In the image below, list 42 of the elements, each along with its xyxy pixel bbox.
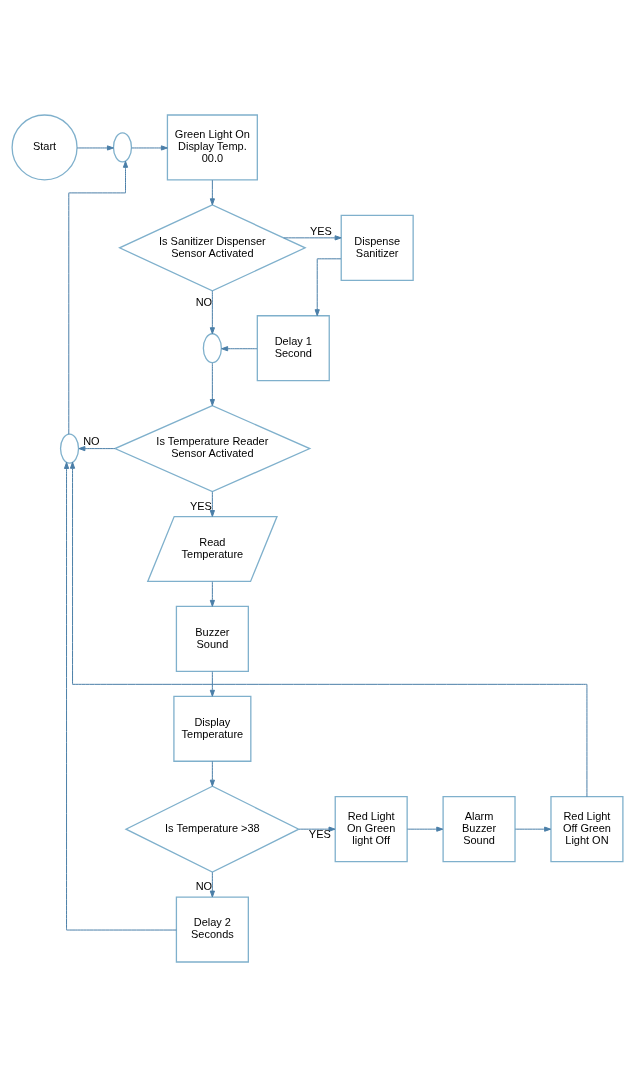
node-box: Delay 1 Second [256, 314, 330, 381]
arrow [209, 490, 215, 517]
edge-label: NO [195, 295, 213, 308]
node-box: Display Temperature [173, 695, 252, 762]
node-box: Red Light On Green light Off [334, 795, 408, 862]
edge-label: NO [83, 434, 100, 447]
node-box: Dispense Sanitizer [340, 214, 414, 281]
node-circle [112, 131, 133, 163]
arrow [209, 670, 215, 697]
arrow [78, 445, 116, 451]
arrow [209, 760, 215, 787]
arrow [76, 144, 114, 151]
node-diamond: Is Sanitizer Dispenser Sensor Activated [118, 203, 307, 291]
arrow [514, 826, 552, 832]
arrow [209, 362, 215, 406]
node-box: Delay 2 Seconds [175, 895, 249, 963]
node-circle [202, 332, 222, 363]
edge-label: YES [189, 499, 212, 512]
edge-label: NO [195, 879, 213, 892]
edge-label: YES [309, 224, 332, 237]
node-box: Buzzer Sound [175, 605, 249, 672]
arrow [283, 234, 342, 240]
arrow [406, 826, 444, 832]
arrow [68, 160, 129, 435]
node-diamond: Is Temperature Reader Sensor Activated [113, 404, 312, 492]
node-box: Red Light Off Green Light ON [550, 795, 624, 862]
edge-label: YES [308, 827, 331, 840]
arrow [209, 580, 215, 607]
arrow [131, 144, 168, 151]
node-box: Green Light On Display Temp. 00.0 [166, 113, 258, 181]
arrow [209, 179, 215, 205]
arrow [314, 257, 342, 316]
node-diamond: Is Temperature >38 [124, 785, 301, 873]
arrow [69, 461, 588, 797]
node-circle [59, 432, 80, 464]
arrow [209, 290, 215, 334]
arrow [63, 461, 177, 931]
node-box: Alarm Buzzer Sound [442, 795, 516, 862]
node-circle: Start [11, 113, 78, 181]
arrow [298, 826, 336, 832]
arrow [221, 345, 258, 351]
arrow [209, 871, 215, 898]
